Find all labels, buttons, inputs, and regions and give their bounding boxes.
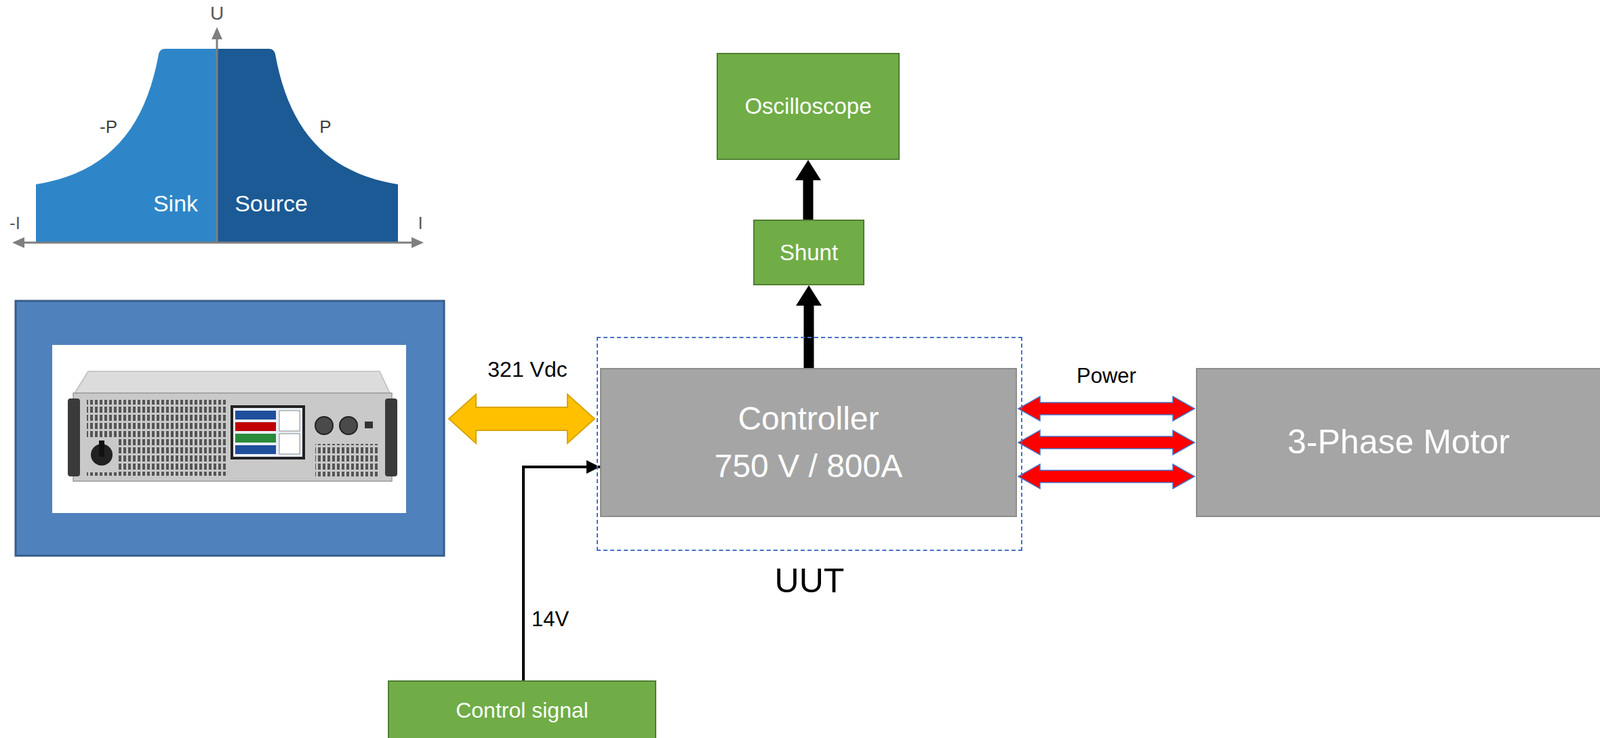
axis-arrowhead (211, 27, 223, 40)
power-supply (15, 301, 445, 556)
voltage-label: 321 Vdc (487, 357, 567, 383)
phase-arrow (1018, 464, 1195, 489)
instrument-box: Oscilloscope (716, 52, 900, 160)
uut-boundary: UUTController750 V / 800A (596, 336, 1023, 552)
device-front (73, 393, 392, 482)
screen-bar (235, 410, 276, 420)
voltage-axis (216, 35, 219, 243)
signal-arrow (795, 160, 822, 220)
device-handle (385, 398, 398, 477)
node-text: 3-Phase Motor (1287, 423, 1510, 463)
screen-bar (235, 422, 276, 432)
screen (233, 408, 303, 457)
node-text: 750 V / 800A (714, 442, 904, 491)
screen-bar (235, 433, 276, 443)
screen-panel (279, 433, 300, 455)
axis-label: I (417, 213, 423, 234)
axis-arrowhead (411, 237, 424, 249)
region-label: Sink (153, 190, 198, 217)
control-knob (339, 416, 358, 435)
source-area (216, 48, 398, 243)
controller-box: Controller750 V / 800A (600, 368, 1017, 518)
curve-label: -P (99, 117, 118, 138)
edge-label: 14V (531, 607, 569, 632)
phase-arrow (1018, 396, 1195, 422)
node-text: Controller (737, 395, 879, 443)
motor-box: 3-Phase Motor (1195, 368, 1600, 518)
node-text: UUT (774, 562, 845, 602)
node-text: Control signal (455, 698, 589, 724)
signal-arrow (795, 285, 822, 369)
curve-label: P (319, 117, 331, 138)
screen-panel (279, 410, 300, 432)
screen-bar (235, 445, 276, 455)
control-knob (315, 416, 333, 435)
usb-port (364, 421, 373, 429)
screen-bezel (230, 405, 306, 460)
edge-label: Power (1076, 364, 1137, 389)
node-text: Oscilloscope (744, 93, 872, 120)
sink-area (35, 48, 217, 243)
source-sink-graph (12, 27, 424, 249)
dc-bus-arrow (448, 394, 595, 444)
supply-panel (15, 301, 445, 556)
device-top (74, 371, 390, 394)
phase-arrow (1018, 430, 1195, 455)
control-line (523, 467, 600, 681)
axis-label: -I (9, 213, 21, 234)
region-label: Source (234, 190, 308, 217)
vent-grill (315, 444, 380, 477)
axis-arrowhead (12, 237, 25, 249)
device-handle (67, 398, 80, 477)
node-text: Shunt (779, 240, 838, 266)
photo-frame (52, 345, 407, 514)
switch-plate (85, 437, 118, 473)
switch-lever (98, 440, 105, 457)
axis-label: U (210, 2, 224, 25)
shunt-box: Shunt (753, 219, 865, 286)
signal-source-box: Control signal (387, 680, 657, 738)
